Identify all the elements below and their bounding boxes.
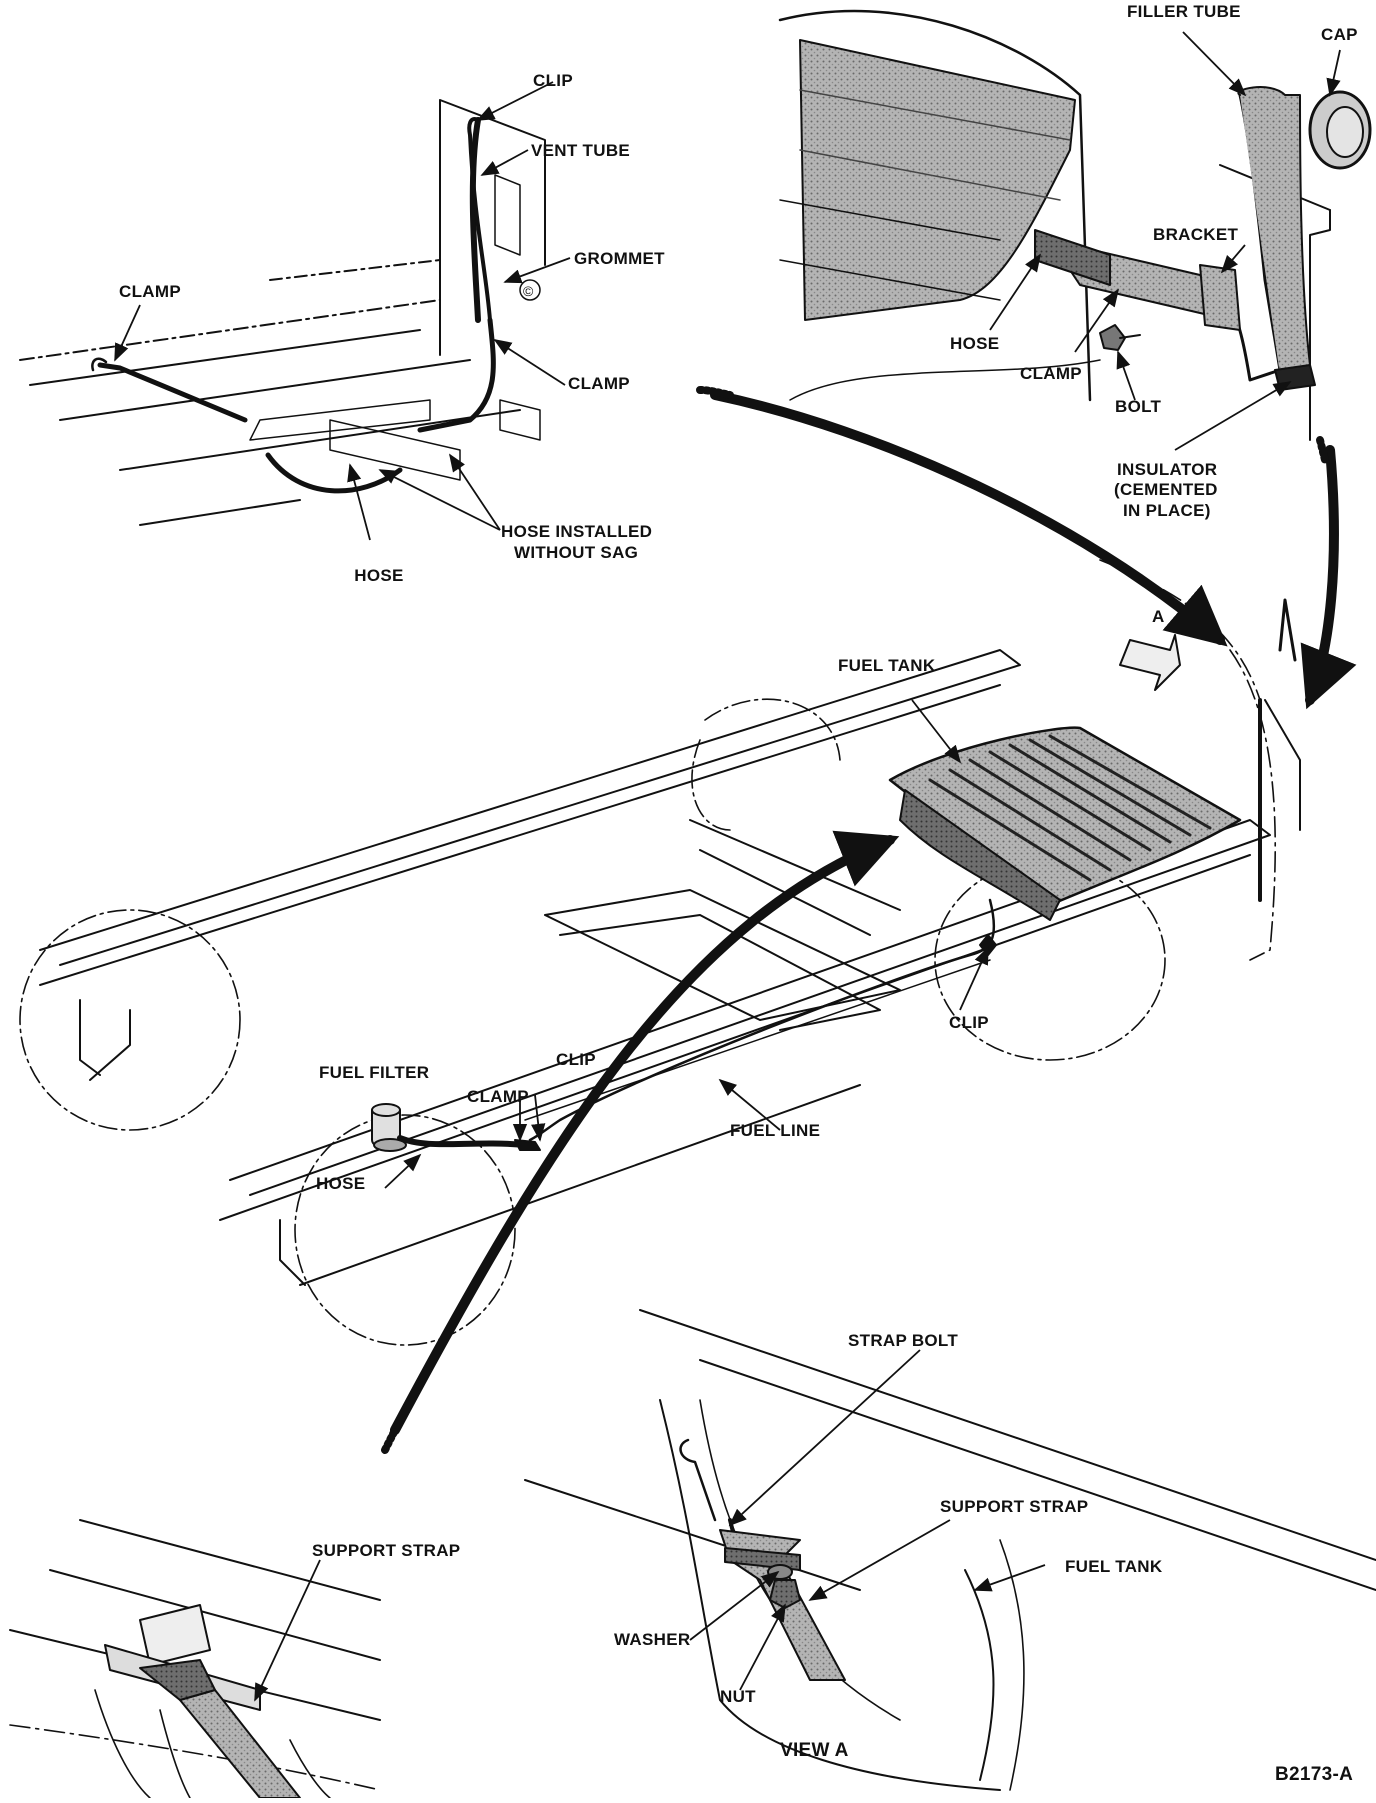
label-hose-vent: HOSE (354, 566, 404, 585)
label-support-strap-view-a: SUPPORT STRAP (940, 1497, 1089, 1516)
label-hose-filler: HOSE (950, 334, 1000, 353)
arrow-filler-to-chassis (710, 390, 1228, 647)
label-view-a-arrow: A (1152, 607, 1165, 626)
label-nut: NUT (720, 1687, 756, 1706)
strap-detail-drawing (9, 1519, 381, 1799)
label-fuel-line: FUEL LINE (730, 1121, 821, 1140)
label-hose-main: HOSE (316, 1174, 366, 1193)
label-cap: CAP (1321, 25, 1358, 44)
vent-detail-drawing: © (19, 99, 546, 526)
label-clip-vent: CLIP (533, 71, 573, 90)
label-bracket: BRACKET (1153, 225, 1239, 244)
label-clamp-right: CLAMP (568, 374, 630, 393)
label-support-strap-left: SUPPORT STRAP (312, 1541, 461, 1560)
label-fuel-tank-main: FUEL TANK (838, 656, 936, 675)
label-insulator-line2: (CEMENTED (1114, 480, 1218, 499)
label-insulator-line1: INSULATOR (1117, 460, 1218, 479)
label-clip-frame: CLIP (949, 1013, 989, 1032)
label-hose-installed-line2: WITHOUT SAG (514, 543, 639, 562)
label-strap-bolt: STRAP BOLT (848, 1331, 959, 1350)
label-fuel-filter: FUEL FILTER (319, 1063, 430, 1082)
filler-detail-drawing (778, 9, 1372, 441)
label-insulator-line3: IN PLACE) (1123, 501, 1211, 520)
label-hose-installed-line1: HOSE INSTALLED (501, 522, 653, 541)
chassis-drawing (19, 559, 1301, 1346)
leader-lines (114, 31, 1341, 1702)
arrow-strap-to-chassis (390, 830, 900, 1435)
label-fuel-tank-view-a: FUEL TANK (1065, 1557, 1163, 1576)
view-a-caption: VIEW A (780, 1740, 849, 1761)
label-washer: WASHER (614, 1630, 691, 1649)
label-vent-tube: VENT TUBE (531, 141, 631, 160)
view-a-drawing (524, 1309, 1376, 1791)
label-filler-tube: FILLER TUBE (1127, 2, 1241, 21)
label-clamp-filler: CLAMP (1020, 364, 1082, 383)
label-clamp-main: CLAMP (467, 1087, 529, 1106)
label-clamp-left: CLAMP (119, 282, 181, 301)
arrow-insulator-to-chassis (1300, 445, 1357, 710)
connector-arrows (381, 386, 1357, 1454)
label-clip-line: CLIP (556, 1050, 596, 1069)
svg-text:©: © (523, 283, 534, 299)
label-bolt: BOLT (1115, 397, 1162, 416)
figure-id: B2173-A (1275, 1764, 1354, 1785)
label-grommet: GROMMET (574, 249, 665, 268)
